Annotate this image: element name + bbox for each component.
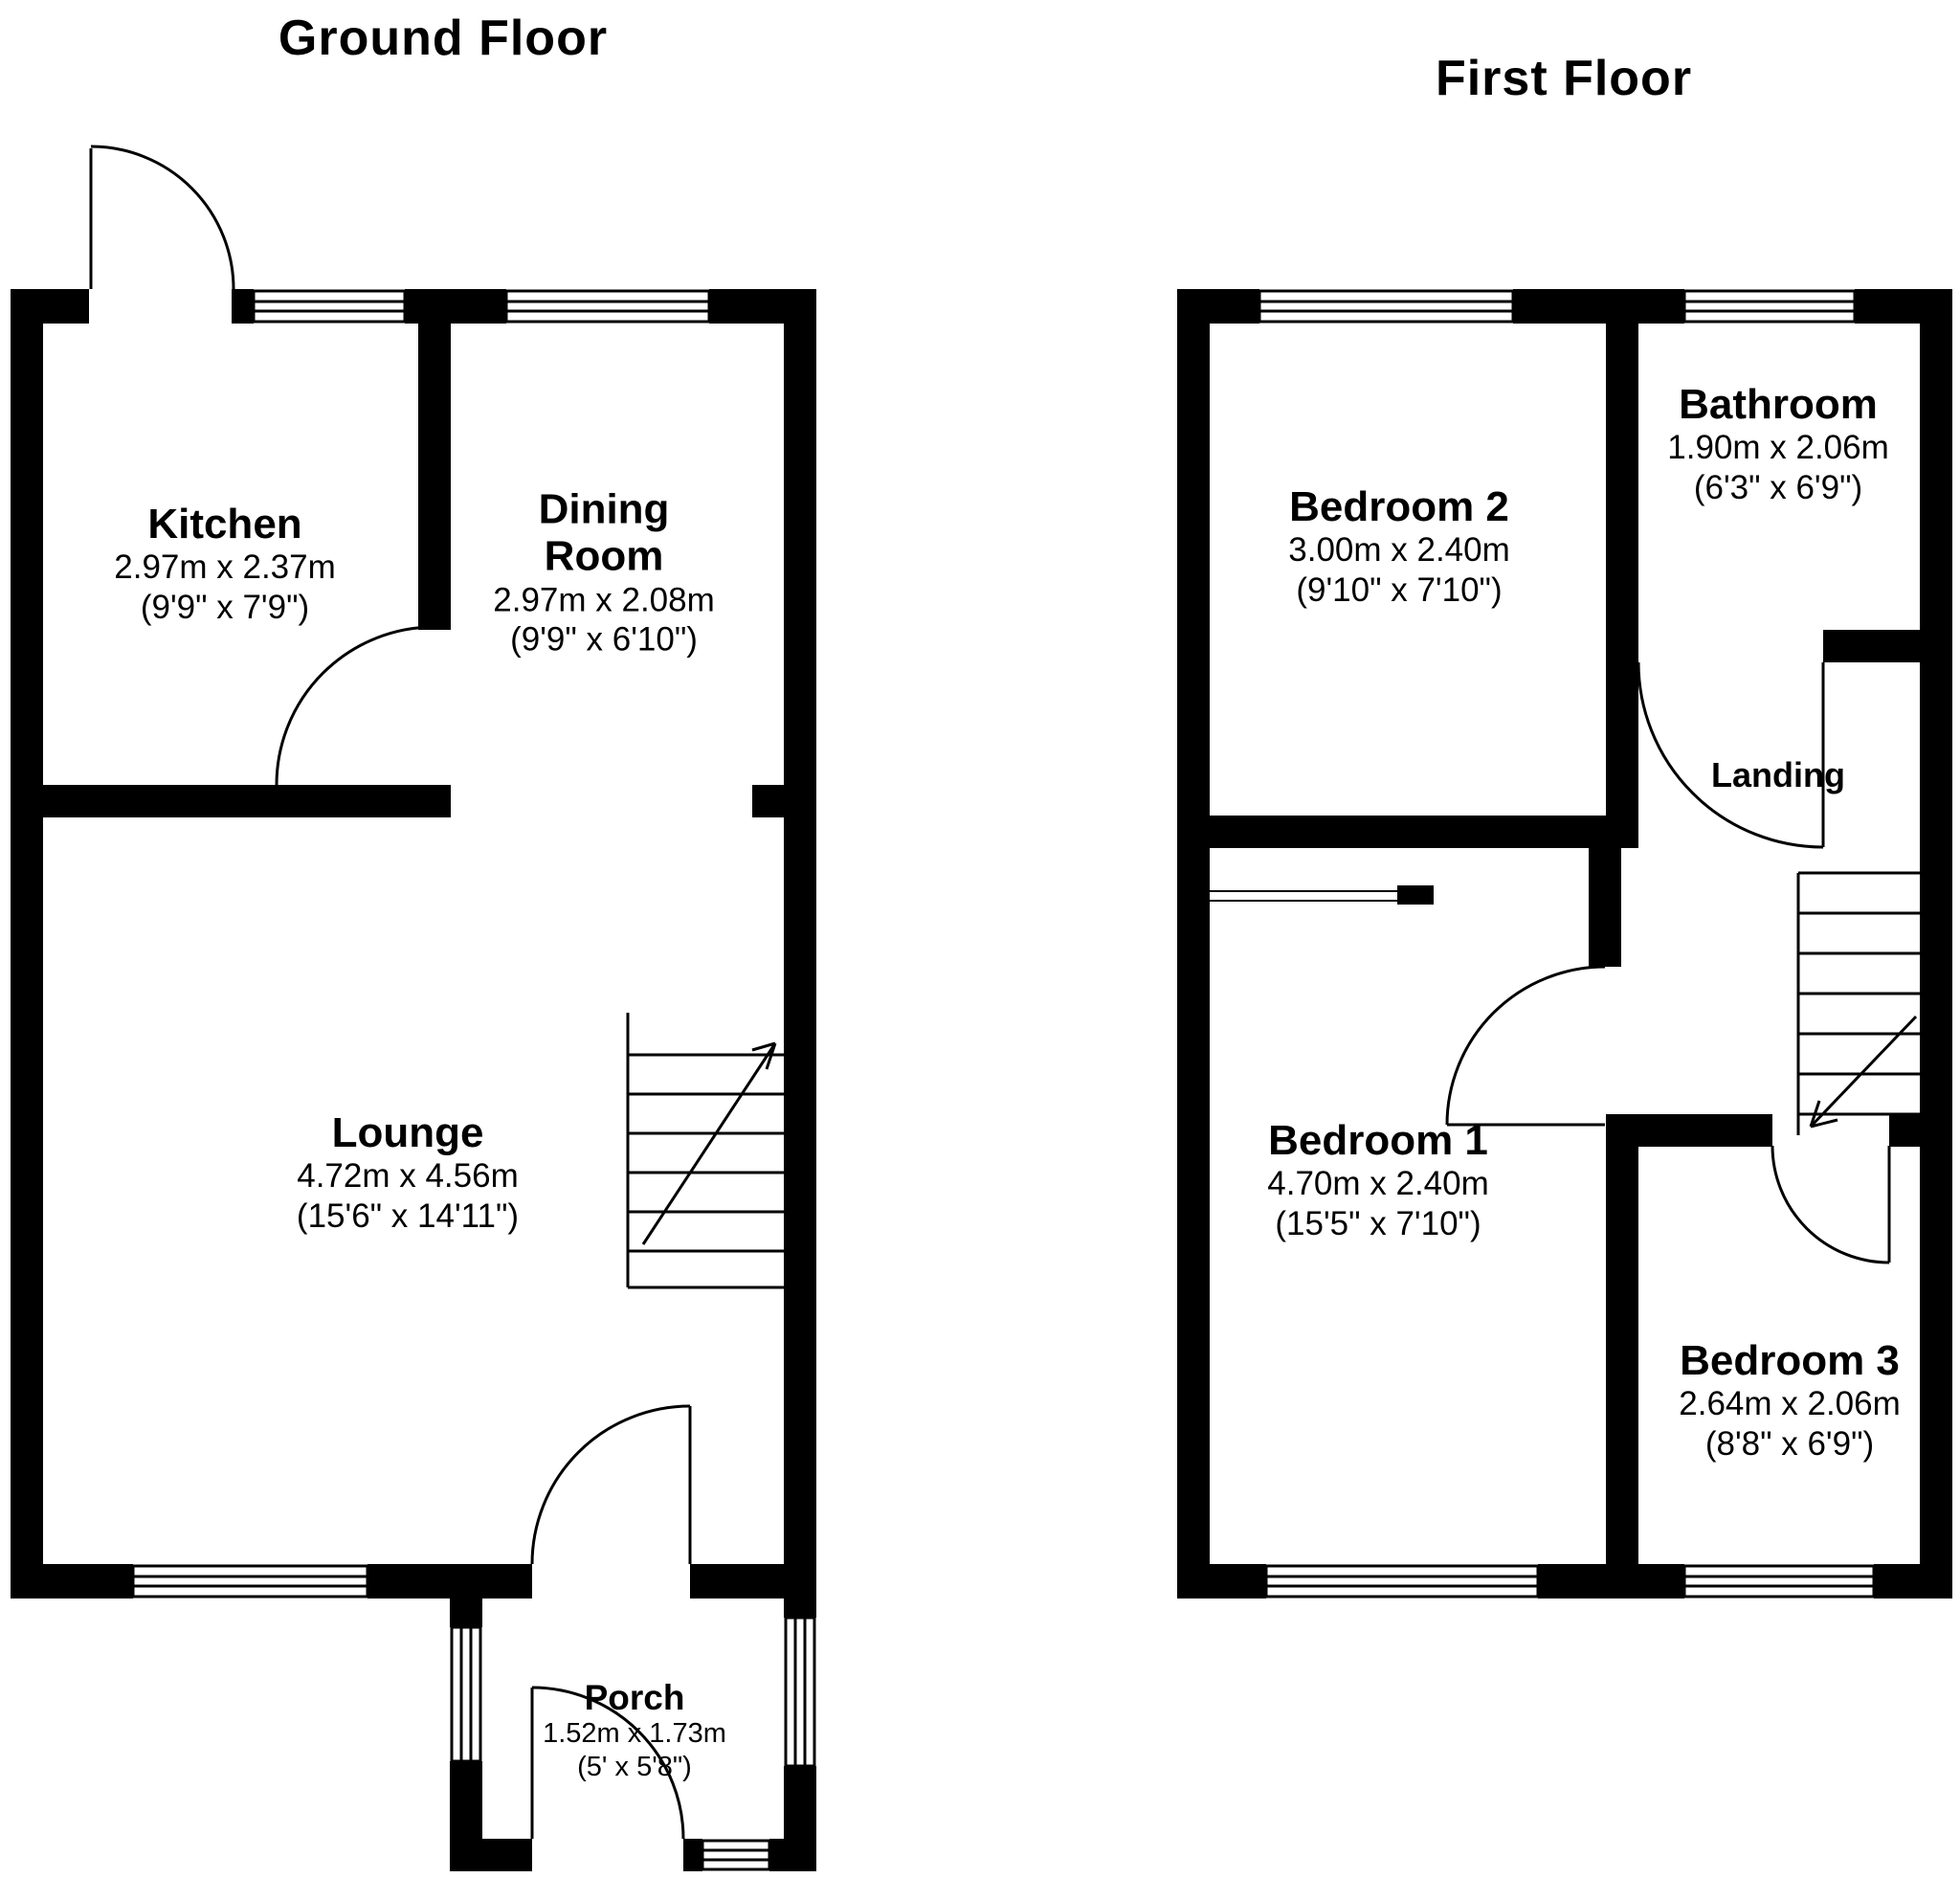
porch-front-door-swing <box>530 1686 685 1840</box>
room-label-landing: Landing <box>1711 754 1845 794</box>
first-floor-windows <box>1258 289 1876 1599</box>
room-metric-dimensions: 4.70m x 2.40m <box>1267 1165 1489 1203</box>
room-metric-dimensions: 4.72m x 4.56m <box>297 1157 519 1196</box>
kitchen-window-symbol <box>252 289 407 324</box>
kitchen-door-swing <box>275 625 435 786</box>
room-name: Landing <box>1711 754 1845 794</box>
first-floor-title: First Floor <box>1435 51 1693 106</box>
bedroom1-door-swing <box>1445 965 1606 1127</box>
room-label-bedroom-3: Bedroom 3 2.64m x 2.06m (8'8" x 6'9") <box>1679 1337 1901 1464</box>
ground-floor-doors <box>89 145 692 1840</box>
ground-floor-staircase <box>626 1013 784 1289</box>
room-metric-dimensions: 3.00m x 2.40m <box>1288 531 1510 570</box>
room-name: Bedroom 1 <box>1268 1117 1488 1165</box>
porch-right-window-symbol <box>784 1616 816 1768</box>
first-floor-staircase <box>1796 871 1920 1135</box>
room-name: Bedroom 2 <box>1289 483 1509 531</box>
back-door-swing <box>89 145 235 290</box>
room-label-porch: Porch 1.52m x 1.73m (5' x 5'8") <box>543 1678 726 1783</box>
room-label-bedroom-2: Bedroom 2 3.00m x 2.40m (9'10" x 7'10") <box>1288 483 1510 610</box>
bedroom3-window-symbol <box>1682 1564 1876 1599</box>
ground-floor-windows <box>131 289 816 1871</box>
room-imperial-dimensions: (9'9" x 6'10") <box>510 620 698 659</box>
bedroom3-door-swing <box>1771 1145 1891 1264</box>
porch-front-window-symbol <box>701 1839 771 1871</box>
room-name: Kitchen <box>147 501 302 548</box>
room-label-bathroom: Bathroom 1.90m x 2.06m (6'3" x 6'9") <box>1667 381 1889 507</box>
room-metric-dimensions: 2.97m x 2.37m <box>114 548 336 587</box>
room-name: Dining Room <box>538 485 670 580</box>
lounge-porch-door-swing <box>530 1404 692 1565</box>
bedroom1-partition-lines <box>1210 890 1397 902</box>
room-imperial-dimensions: (5' x 5'8") <box>577 1751 692 1782</box>
bathroom-door-swing <box>1637 661 1825 849</box>
bedroom1-window-symbol <box>1264 1564 1540 1599</box>
room-imperial-dimensions: (9'9" x 7'9") <box>140 588 310 626</box>
room-imperial-dimensions: (6'3" x 6'9") <box>1693 468 1863 506</box>
room-imperial-dimensions: (15'6" x 14'11") <box>296 1196 520 1235</box>
room-name: Bedroom 3 <box>1680 1337 1900 1385</box>
ground-floor-structure <box>11 145 818 1873</box>
bedroom2-window-symbol <box>1258 289 1515 324</box>
porch-left-window-symbol <box>450 1625 482 1763</box>
room-imperial-dimensions: (9'10" x 7'10") <box>1296 570 1503 609</box>
first-floor-doors <box>1445 661 1891 1264</box>
room-metric-dimensions: 1.52m x 1.73m <box>543 1718 726 1750</box>
dining-window-symbol <box>504 289 711 324</box>
room-imperial-dimensions: (15'5" x 7'10") <box>1275 1204 1481 1242</box>
room-name: Porch <box>584 1678 685 1718</box>
room-name: Lounge <box>331 1109 484 1157</box>
room-label-dining-room: Dining Room 2.97m x 2.08m (9'9" x 6'10") <box>493 485 715 659</box>
room-label-kitchen: Kitchen 2.97m x 2.37m (9'9" x 7'9") <box>114 501 336 627</box>
first-floor-structure <box>1177 287 1952 1600</box>
lounge-window-symbol <box>131 1564 369 1599</box>
room-metric-dimensions: 2.64m x 2.06m <box>1679 1385 1901 1423</box>
room-label-bedroom-1: Bedroom 1 4.70m x 2.40m (15'5" x 7'10") <box>1267 1117 1489 1243</box>
room-metric-dimensions: 2.97m x 2.08m <box>493 580 715 618</box>
room-name: Bathroom <box>1679 381 1878 429</box>
ground-floor-title: Ground Floor <box>278 11 609 66</box>
room-label-lounge: Lounge 4.72m x 4.56m (15'6" x 14'11") <box>297 1109 519 1236</box>
room-imperial-dimensions: (8'8" x 6'9") <box>1704 1424 1875 1463</box>
bathroom-window-symbol <box>1682 289 1857 324</box>
room-metric-dimensions: 1.90m x 2.06m <box>1667 429 1889 467</box>
